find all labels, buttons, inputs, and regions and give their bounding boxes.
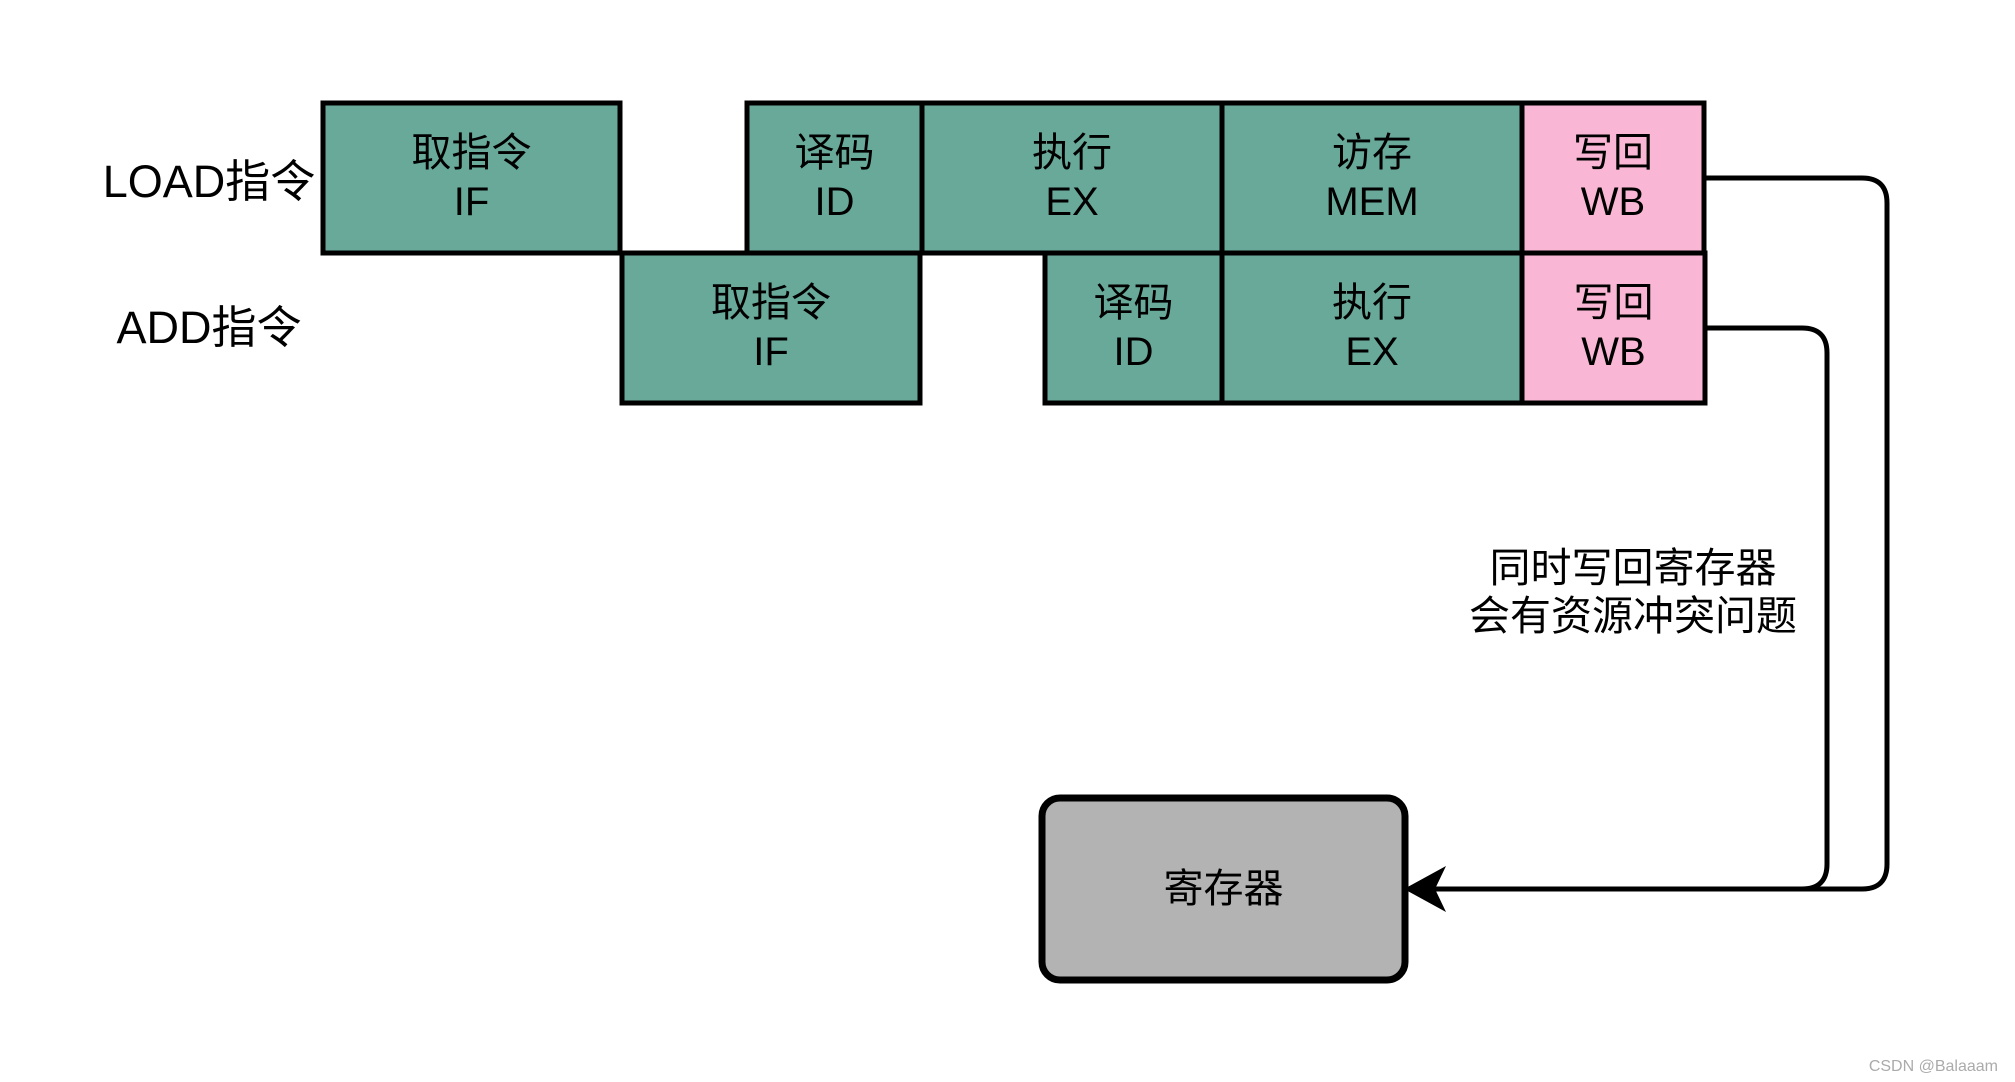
stage-name-en: ID [1113,330,1154,374]
load-ex-text: 执行 EX [922,103,1222,253]
stage-name-zh: 写回 [1573,281,1654,325]
stage-name-en: WB [1581,330,1646,374]
stage-name-zh: 执行 [1032,131,1112,175]
register-label: 寄存器 [1163,867,1284,911]
load-if-text: 取指令 IF [323,103,620,253]
add-ex-box [1219,250,1525,406]
stage-name-en: ID [814,180,855,224]
stage-name-zh: 取指令 [411,131,532,175]
watermark: CSDN @Balaaam [1868,1058,1998,1075]
add-wb-box [1519,250,1708,406]
conflict-annotation-line1: 同时写回寄存器 [1489,545,1777,591]
stage-name-en: MEM [1325,180,1419,224]
stage-name-en: EX [1045,180,1099,224]
add-row-label: ADD指令 [116,302,302,353]
add-wb-text: 写回 WB [1522,253,1705,403]
stage-name-en: IF [453,180,490,224]
stage-name-zh: 执行 [1332,281,1412,325]
load-wb-box [1519,100,1707,256]
load-row-label: LOAD指令 [102,156,316,207]
stage-name-zh: 访存 [1332,131,1412,175]
stage-name-zh: 译码 [1093,281,1174,325]
add-ex-text: 执行 EX [1222,253,1522,403]
stage-name-zh: 译码 [794,131,875,175]
conflict-annotation: 同时写回寄存器 会有资源冲突问题 [1383,544,1883,640]
load-wb-text: 写回 WB [1522,103,1704,253]
stage-name-zh: 取指令 [711,281,831,325]
conflict-annotation-line2: 会有资源冲突问题 [1469,593,1797,639]
load-wb-connector-line [1412,175,1890,892]
stage-name-en: WB [1580,180,1646,224]
add-wb-connector-line [1412,325,1830,892]
register-arrowhead-icon [1404,866,1446,912]
add-if-box [619,250,923,406]
load-if-box [320,100,623,256]
stage-name-en: IF [753,330,789,374]
load-mem-text: 访存 MEM [1222,103,1522,253]
stage-name-zh: 写回 [1573,131,1653,175]
add-id-box [1042,250,1225,406]
add-id-text: 译码 ID [1045,253,1222,403]
load-id-text: 译码 ID [747,103,922,253]
stage-name-en: EX [1345,330,1399,374]
add-if-text: 取指令 IF [622,253,920,403]
